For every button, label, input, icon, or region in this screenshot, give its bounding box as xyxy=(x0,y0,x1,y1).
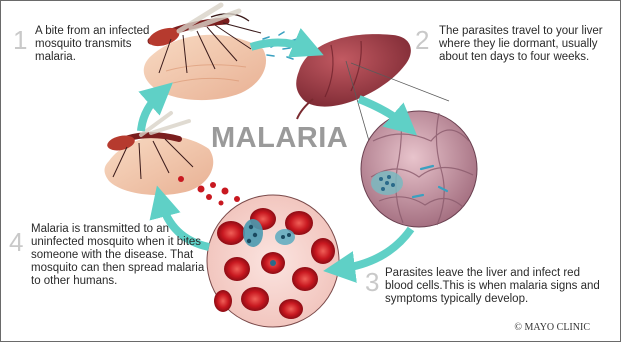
step-1-number: 1 xyxy=(13,27,27,53)
step-2-number: 2 xyxy=(415,27,429,53)
step-1-text: A bite from an infected mosquito transmi… xyxy=(35,25,155,64)
blood-droplets xyxy=(198,182,241,206)
arrow-tissue-to-blood xyxy=(339,229,411,269)
diagram-title: MALARIA xyxy=(211,122,348,155)
step-4-number: 4 xyxy=(9,229,23,255)
arrow-liver-to-tissue xyxy=(359,99,405,125)
liver-tissue-circle xyxy=(361,111,477,227)
blood-cells-circle xyxy=(207,195,339,327)
step-3-number: 3 xyxy=(365,269,379,295)
arrow-mosquito-to-liver xyxy=(251,42,309,49)
step-3-text: Parasites leave the liver and infect red… xyxy=(385,267,610,306)
copyright-credit: © MAYO CLINIC xyxy=(514,322,590,333)
step-2-text: The parasites travel to your liver where… xyxy=(439,25,609,64)
liver-illustration xyxy=(296,34,411,119)
step-4-text: Malaria is transmitted to an uninfected … xyxy=(31,223,206,288)
